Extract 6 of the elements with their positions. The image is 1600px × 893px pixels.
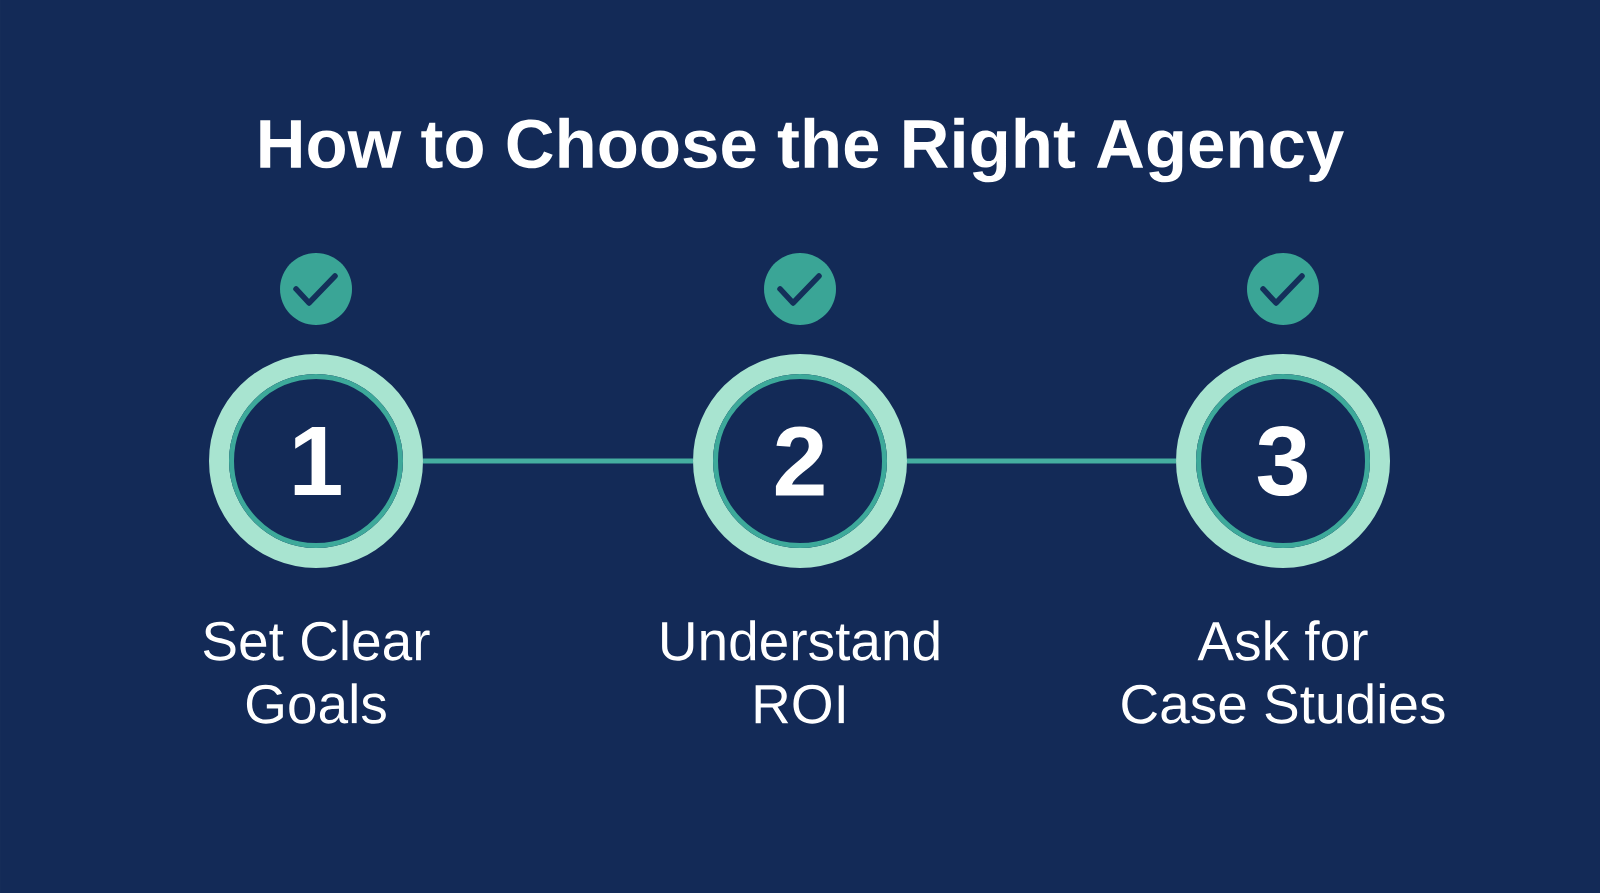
step-label: Understand ROI [662,620,939,724]
step-label: Ask for Case Studies [1122,620,1445,724]
title: How to Choose the Right Agency [260,117,1344,183]
connector-line [423,458,693,464]
step-label: Set Clear Goals [203,620,430,724]
connector-line [907,458,1176,464]
